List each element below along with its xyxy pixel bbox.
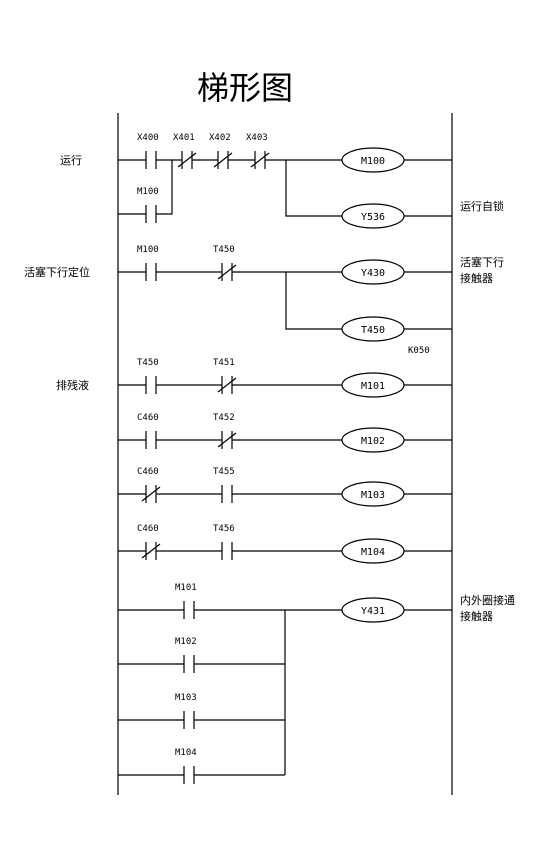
rung2-c1-constant: K050: [408, 346, 430, 356]
rung1-branch-y536: [285, 160, 342, 217]
rung7-c0-right-note-0: 内外圈接通: [460, 593, 515, 607]
rung5-contact-1-label: T455: [213, 467, 235, 477]
rung7-contact-0-label: M101: [175, 583, 197, 593]
rung2-branch-t450: [285, 272, 342, 330]
rung3-contact-1-label: T451: [213, 358, 235, 368]
rung1-contact-2-label: X402: [209, 133, 231, 143]
rung4-c0-coil-label: M102: [361, 436, 385, 447]
rung7-c0-coil-label: Y431: [361, 606, 385, 617]
rung6-c0-coil-label: M104: [361, 547, 385, 558]
rung2-c0-coil-label: Y430: [361, 268, 385, 279]
rung5-contact-0-nc-slash: [141, 486, 161, 502]
rung7-contact-3-label: M104: [175, 748, 197, 758]
rung5-contact-0-label: C460: [137, 467, 159, 477]
rung3-contact-0-label: T450: [137, 358, 159, 368]
rung1-contact-3-nc-slash: [250, 152, 270, 168]
rung1-left-note: 运行: [60, 154, 82, 167]
rung2-left-note: 活塞下行定位: [24, 265, 90, 279]
rung6-contact-0-nc-slash: [141, 543, 161, 559]
rung1-contact-1-label: X401: [173, 133, 195, 143]
rung6-contact-1-label: T456: [213, 524, 235, 534]
rung2-c0-right-note-1: 接触器: [460, 271, 493, 285]
diagram-title: 梯形图: [197, 69, 293, 107]
rung2-c1-coil-label: T450: [361, 325, 385, 336]
rung1-c1-coil-label: Y536: [361, 212, 385, 223]
rung2-contact-1-label: T450: [213, 245, 235, 255]
rung2-c0-right-note-0: 活塞下行: [460, 255, 504, 269]
rung3-left-note: 排残液: [56, 378, 89, 392]
rung1-c1-right-note-0: 运行自锁: [460, 199, 504, 213]
rung5-c0-coil-label: M103: [361, 490, 385, 501]
rung1-contact-1-nc-slash: [177, 152, 197, 168]
rung4-contact-1-nc-slash: [217, 432, 237, 448]
rung6-contact-0-label: C460: [137, 524, 159, 534]
rung4-contact-1-label: T452: [213, 413, 235, 423]
rung4-contact-0-label: C460: [137, 413, 159, 423]
rung1-contact-2-nc-slash: [213, 152, 233, 168]
rung1-contact-3-label: X403: [246, 133, 268, 143]
rung3-contact-1-nc-slash: [217, 377, 237, 393]
rung1-c0-coil-label: M100: [361, 156, 385, 167]
rung7-contact-1-label: M102: [175, 637, 197, 647]
rung2-contact-0-label: M100: [137, 245, 159, 255]
rung1-contact-0-label: X400: [137, 133, 159, 143]
rung7-c0-right-note-1: 接触器: [460, 609, 493, 623]
rung3-c0-coil-label: M101: [361, 381, 385, 392]
rung2-contact-1-nc-slash: [217, 264, 237, 280]
rung7-contact-2-label: M103: [175, 693, 197, 703]
rung1-seal-label: M100: [137, 187, 159, 197]
rung1-seal-return: [156, 160, 173, 215]
